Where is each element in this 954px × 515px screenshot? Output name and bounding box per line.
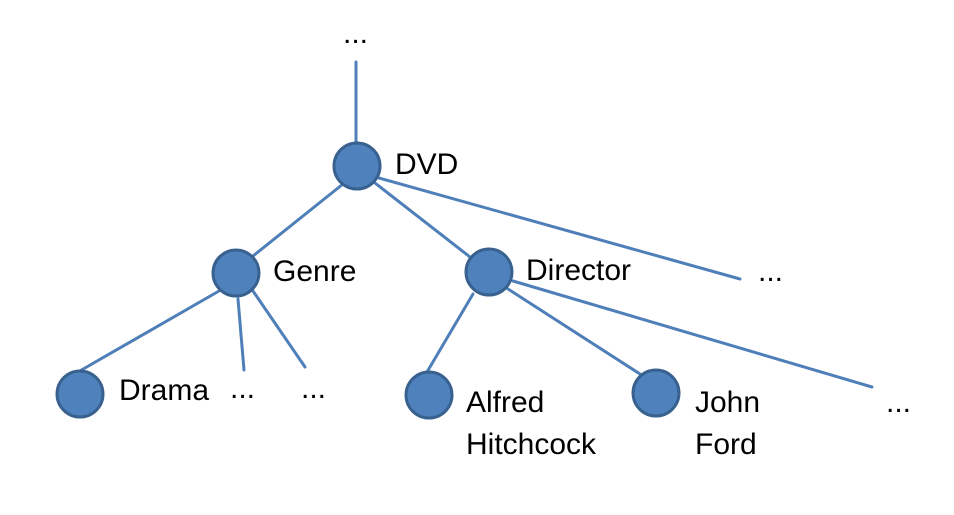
- label-root-ellipsis: ...: [343, 17, 368, 50]
- label-director: Director: [526, 254, 631, 287]
- edge-genre-more-2: [251, 289, 307, 369]
- node-john-ford: [631, 368, 681, 418]
- node-dvd: [332, 141, 382, 191]
- edge-director-john: [506, 287, 642, 376]
- label-director-more: ...: [886, 386, 911, 419]
- label-ford: Ford: [695, 428, 757, 461]
- label-genre-more-2: ...: [301, 372, 326, 405]
- label-genre-more-1: ...: [230, 372, 255, 405]
- edge-dvd-genre: [251, 182, 345, 258]
- edge-director-more: [511, 279, 874, 389]
- label-john: John: [695, 386, 760, 419]
- label-drama: Drama: [119, 374, 209, 407]
- edge-genre-drama: [76, 289, 221, 374]
- label-hitchcock: Hitchcock: [466, 428, 597, 461]
- label-dvd-more: ...: [758, 255, 783, 288]
- edge-genre-more-1: [236, 297, 246, 372]
- node-drama: [55, 369, 105, 419]
- node-director: [464, 247, 514, 297]
- node-alfred-hitchcock: [404, 370, 454, 420]
- edge-dvd-more: [377, 176, 742, 281]
- node-genre: [211, 248, 261, 298]
- label-dvd: DVD: [395, 148, 458, 181]
- edge-dvd-director: [373, 181, 472, 259]
- edge-director-alfred: [425, 292, 475, 374]
- label-alfred: Alfred: [466, 386, 544, 419]
- label-genre: Genre: [273, 255, 356, 288]
